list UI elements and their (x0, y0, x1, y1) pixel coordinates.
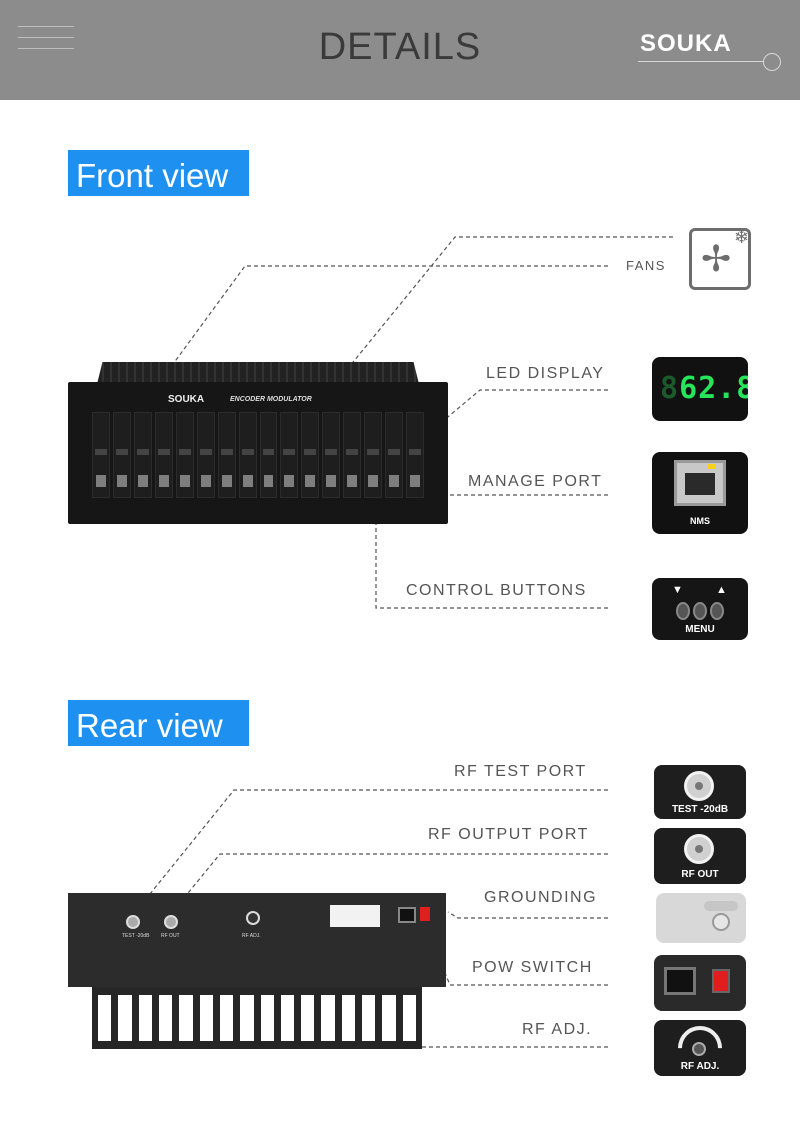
device-brand: SOUKA (168, 394, 205, 405)
rear-slot-row (92, 987, 422, 1049)
rf-adj-thumbnail: RF ADJ. (654, 1020, 746, 1076)
module-slot (238, 412, 257, 498)
label-grounding: GROUNDING (484, 889, 598, 906)
rf-out-connector (164, 915, 178, 929)
rear-panel (68, 893, 446, 987)
label-rf-adj: RF ADJ. (522, 1021, 593, 1038)
rf-out-caption: RF OUT (681, 869, 719, 880)
rf-adj-knob (246, 911, 260, 925)
manage-port-thumbnail: NMS (652, 452, 748, 534)
rear-adj-label: RF ADJ. (242, 933, 261, 939)
logo-circle (763, 53, 781, 71)
module-slot (154, 412, 173, 498)
test-caption: TEST -20dB (671, 804, 729, 815)
module-slot (301, 412, 320, 498)
ground-screw-icon (712, 913, 730, 931)
down-button (676, 602, 690, 620)
module-slot (133, 412, 152, 498)
fans-thumbnail: ✢ ❄ (689, 228, 751, 290)
module-slot (343, 412, 362, 498)
rear-power-socket (398, 907, 416, 923)
module-slot (92, 412, 110, 498)
up-button (710, 602, 724, 620)
adjust-knob-icon (692, 1042, 706, 1056)
logo-underline (638, 61, 764, 62)
page-title: DETAILS (318, 26, 482, 68)
control-buttons-thumbnail: ▼ ▲ MENU (652, 578, 748, 640)
ground-lug-icon (704, 901, 738, 911)
brand-logo: SOUKA (640, 30, 732, 57)
device-model: ENCODER MODULATOR (230, 396, 312, 403)
power-socket-icon (664, 967, 696, 995)
rf-test-connector (126, 915, 140, 929)
rf-adj-caption: RF ADJ. (680, 1061, 720, 1072)
rj45-port-icon (674, 460, 726, 506)
up-arrow-icon: ▲ (716, 584, 727, 596)
rear-out-label: RF OUT (161, 933, 180, 939)
rear-view-heading: Rear view (68, 700, 249, 746)
module-slot (217, 412, 236, 498)
device-front-panel (68, 382, 448, 524)
front-view-heading: Front view (68, 150, 249, 196)
rear-power-switch (420, 907, 430, 921)
module-slot (196, 412, 215, 498)
label-control-buttons: CONTROL BUTTONS (406, 582, 587, 599)
module-row (92, 412, 424, 498)
front-device-image: SOUKA ENCODER MODULATOR (68, 362, 448, 524)
module-slot (175, 412, 194, 498)
led-readout: 862.8 (660, 371, 748, 406)
nms-label: NMS (690, 516, 710, 526)
menu-icon[interactable] (18, 26, 74, 62)
rear-device-image: TEST -20dB RF OUT RF ADJ. (68, 893, 446, 1055)
module-slot (112, 412, 131, 498)
label-manage-port: MANAGE PORT (468, 473, 603, 490)
f-connector-icon (684, 771, 714, 801)
rf-out-thumbnail: RF OUT (654, 828, 746, 884)
status-led (708, 464, 716, 469)
module-slot (385, 412, 404, 498)
header-bar: DETAILS SOUKA (0, 0, 800, 100)
f-connector-icon (684, 834, 714, 864)
label-fans: FANS (626, 258, 666, 273)
menu-button (693, 602, 707, 620)
label-rf-test-port: RF TEST PORT (454, 763, 587, 780)
label-led-display: LED DISPLAY (486, 365, 605, 382)
snowflake-icon: ❄ (734, 228, 750, 247)
power-switch-icon (712, 969, 730, 993)
module-slot (280, 412, 299, 498)
grounding-thumbnail (656, 893, 746, 943)
power-switch-thumbnail (654, 955, 746, 1011)
fan-icon: ✢ (701, 238, 732, 279)
module-slot (364, 412, 383, 498)
label-pow-switch: POW SWITCH (472, 959, 593, 976)
module-slot (259, 412, 278, 498)
led-display-thumbnail: 862.8 (652, 357, 748, 421)
module-slot (322, 412, 341, 498)
warning-label (330, 905, 380, 927)
rf-test-thumbnail: TEST -20dB (654, 765, 746, 819)
down-arrow-icon: ▼ (672, 584, 683, 596)
menu-label: MENU (685, 624, 715, 635)
label-rf-output-port: RF OUTPUT PORT (428, 826, 589, 843)
module-slot (406, 412, 424, 498)
rear-test-label: TEST -20dB (122, 933, 150, 939)
